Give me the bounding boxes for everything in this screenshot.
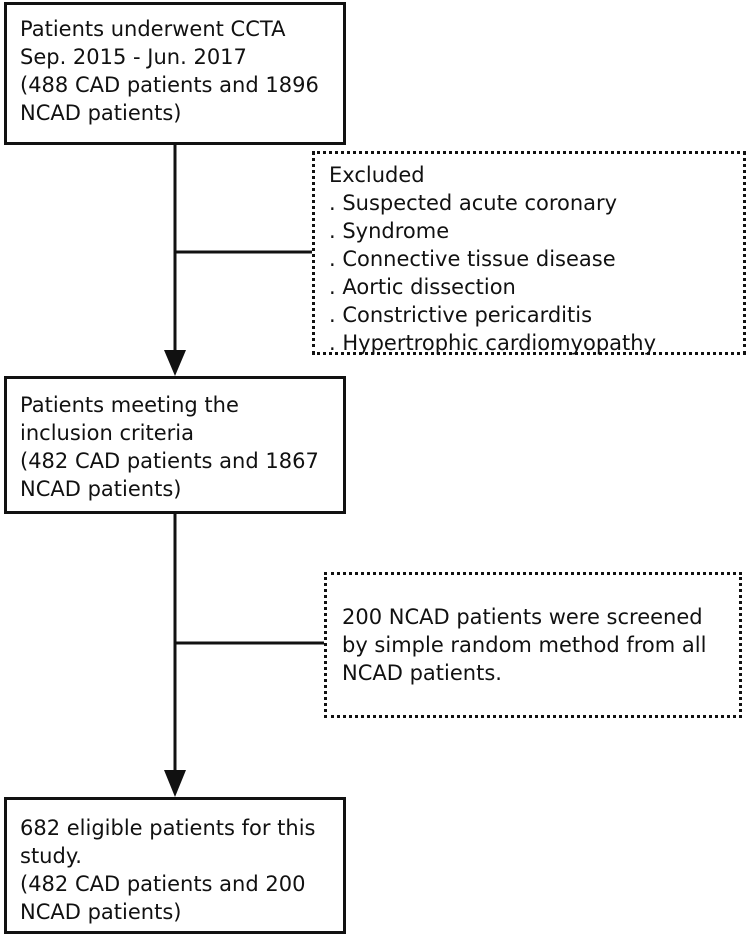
box-patients-underwent-ccta: Patients underwent CCTA Sep. 2015 - Jun.…	[4, 2, 346, 145]
arrow-down-icon	[164, 350, 186, 376]
box-text-line: (488 CAD patients and 1896	[20, 73, 319, 97]
box-text-line: (482 CAD patients and 1867	[20, 449, 319, 473]
box-text-line: NCAD patients.	[342, 661, 502, 685]
box-excluded: Excluded . Suspected acute coronary . Sy…	[312, 151, 746, 355]
box-text-line: . Syndrome	[329, 219, 450, 243]
box-text-line: study.	[20, 844, 82, 868]
box-text-line: (482 CAD patients and 200	[20, 872, 306, 896]
box-eligible-patients: 682 eligible patients for this study. (4…	[4, 797, 346, 934]
box-text-line: . Aortic dissection	[329, 275, 516, 299]
box-text-line: . Hypertrophic cardiomyopathy	[329, 331, 656, 355]
box-text-line: Patients underwent CCTA	[20, 17, 286, 41]
box-text-line: by simple random method from all	[342, 633, 707, 657]
arrow-down-icon	[164, 770, 186, 797]
box-text-line: Sep. 2015 - Jun. 2017	[20, 45, 247, 69]
box-text-line: NCAD patients)	[20, 101, 182, 125]
box-inclusion-criteria: Patients meeting the inclusion criteria …	[4, 376, 346, 514]
box-text-line: inclusion criteria	[20, 421, 194, 445]
box-text-line: 200 NCAD patients were screened	[342, 605, 703, 629]
box-text-line: NCAD patients)	[20, 900, 182, 924]
box-text-line: . Connective tissue disease	[329, 247, 616, 271]
box-text-line: . Suspected acute coronary	[329, 191, 618, 215]
box-text-line: Patients meeting the	[20, 393, 239, 417]
box-text-line: NCAD patients)	[20, 477, 182, 501]
box-text-line: 682 eligible patients for this	[20, 816, 316, 840]
box-text-line: . Constrictive pericarditis	[329, 303, 593, 327]
box-text-line: Excluded	[329, 163, 425, 187]
box-random-screening: 200 NCAD patients were screened by simpl…	[324, 572, 742, 718]
